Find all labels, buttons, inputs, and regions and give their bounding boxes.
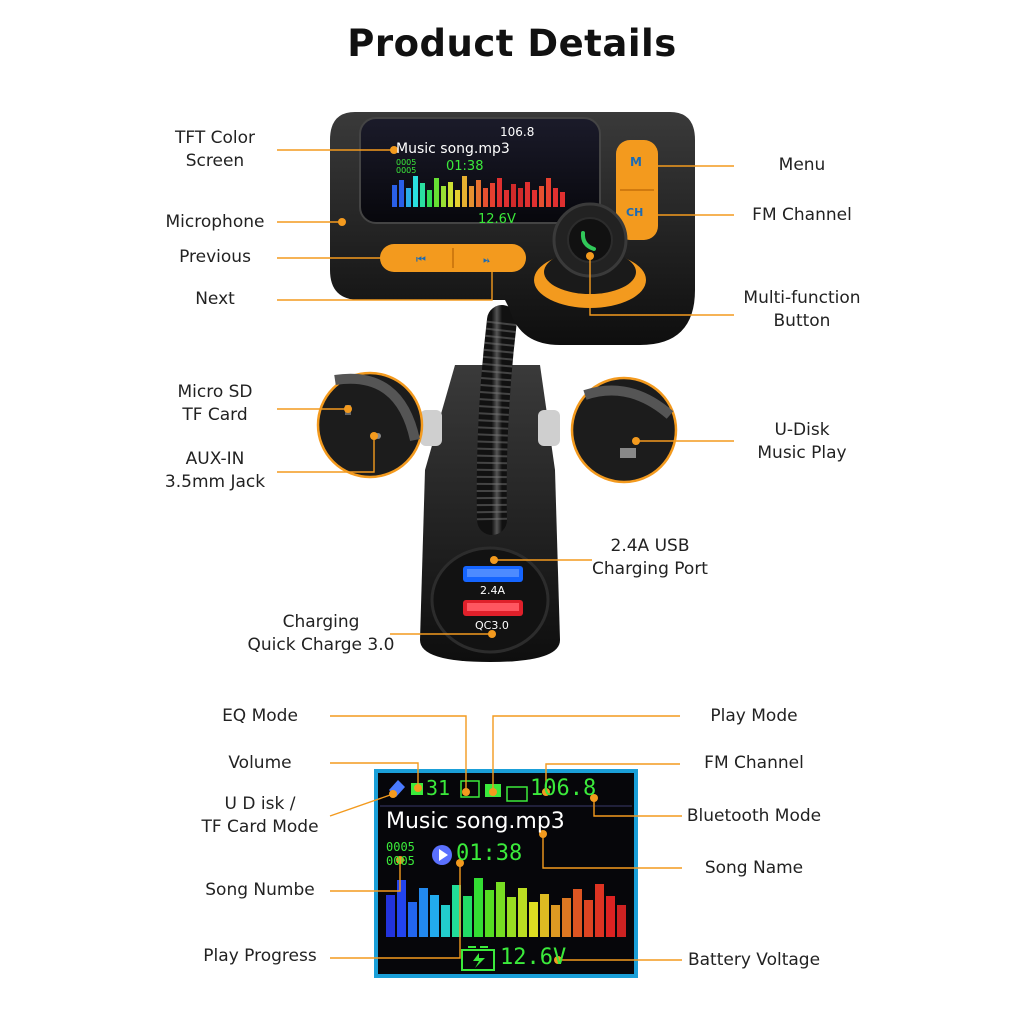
label-aux-in: AUX-IN 3.5mm Jack (164, 449, 266, 492)
label-charging-qc: Charging Quick Charge 3.0 (247, 612, 395, 655)
lcd-voltage: 12.6V (500, 945, 567, 970)
label-play-mode: Play Mode (710, 706, 798, 726)
lcd-volume: 31 (426, 776, 451, 800)
menu-button-label: M (630, 155, 642, 169)
label-fm-channel-display: FM Channel (704, 753, 804, 773)
lcd-freq: 106.8 (530, 776, 597, 801)
svg-text:⏮: ⏮ (416, 253, 426, 266)
label-microphone: Microphone (165, 212, 265, 232)
label-next: Next (195, 289, 235, 309)
tft-voltage: 12.6V (478, 212, 516, 227)
tft-track-b: 0005 (396, 166, 417, 175)
zoom-right (570, 376, 678, 484)
page-title: Product Details (347, 22, 677, 65)
display-callouts (329, 715, 682, 964)
lcd-equalizer (386, 878, 626, 937)
label-udisk-tf: U D isk / TF Card Mode (201, 794, 319, 837)
port-top-label: 2.4A (480, 584, 506, 597)
channel-button-label: CH (626, 206, 644, 219)
label-eq-mode: EQ Mode (222, 706, 298, 726)
label-fm-channel: FM Channel (752, 205, 852, 225)
lcd-track-a: 0005 (386, 840, 415, 854)
label-song-name: Song Name (704, 858, 804, 878)
label-play-progress: Play Progress (203, 946, 317, 966)
label-previous: Previous (179, 247, 251, 267)
label-micro-sd: Micro SD TF Card (177, 382, 253, 425)
label-tft-screen: TFT Color Screen (174, 128, 256, 171)
lcd-track-b: 0005 (386, 854, 415, 868)
device-callouts (277, 146, 734, 638)
tft-freq: 106.8 (500, 125, 535, 139)
lcd-time: 01:38 (456, 841, 523, 866)
label-menu: Menu (778, 155, 826, 175)
label-udisk: U-Disk Music Play (757, 420, 847, 463)
tft-equalizer (392, 176, 565, 207)
zoom-left (316, 371, 424, 479)
transmitter-head: ⏮ ⏭ (330, 112, 695, 345)
label-usb-port: 2.4A USB Charging Port (592, 536, 708, 579)
tft-time: 01:38 (446, 159, 484, 174)
label-multifunction: Multi-function Button (743, 288, 861, 331)
port-bottom-label: QC3.0 (475, 619, 509, 632)
lcd-song: Music song.mp3 (386, 809, 565, 834)
label-song-number: Song Numbe (205, 880, 315, 900)
lcd-display (374, 769, 638, 978)
tft-song: Music song.mp3 (396, 141, 510, 157)
svg-text:⏭: ⏭ (483, 253, 493, 266)
label-bluetooth-mode: Bluetooth Mode (686, 806, 822, 826)
label-volume: Volume (228, 753, 292, 773)
tft-track-a: 0005 (396, 158, 417, 167)
label-battery-voltage: Battery Voltage (687, 950, 821, 970)
